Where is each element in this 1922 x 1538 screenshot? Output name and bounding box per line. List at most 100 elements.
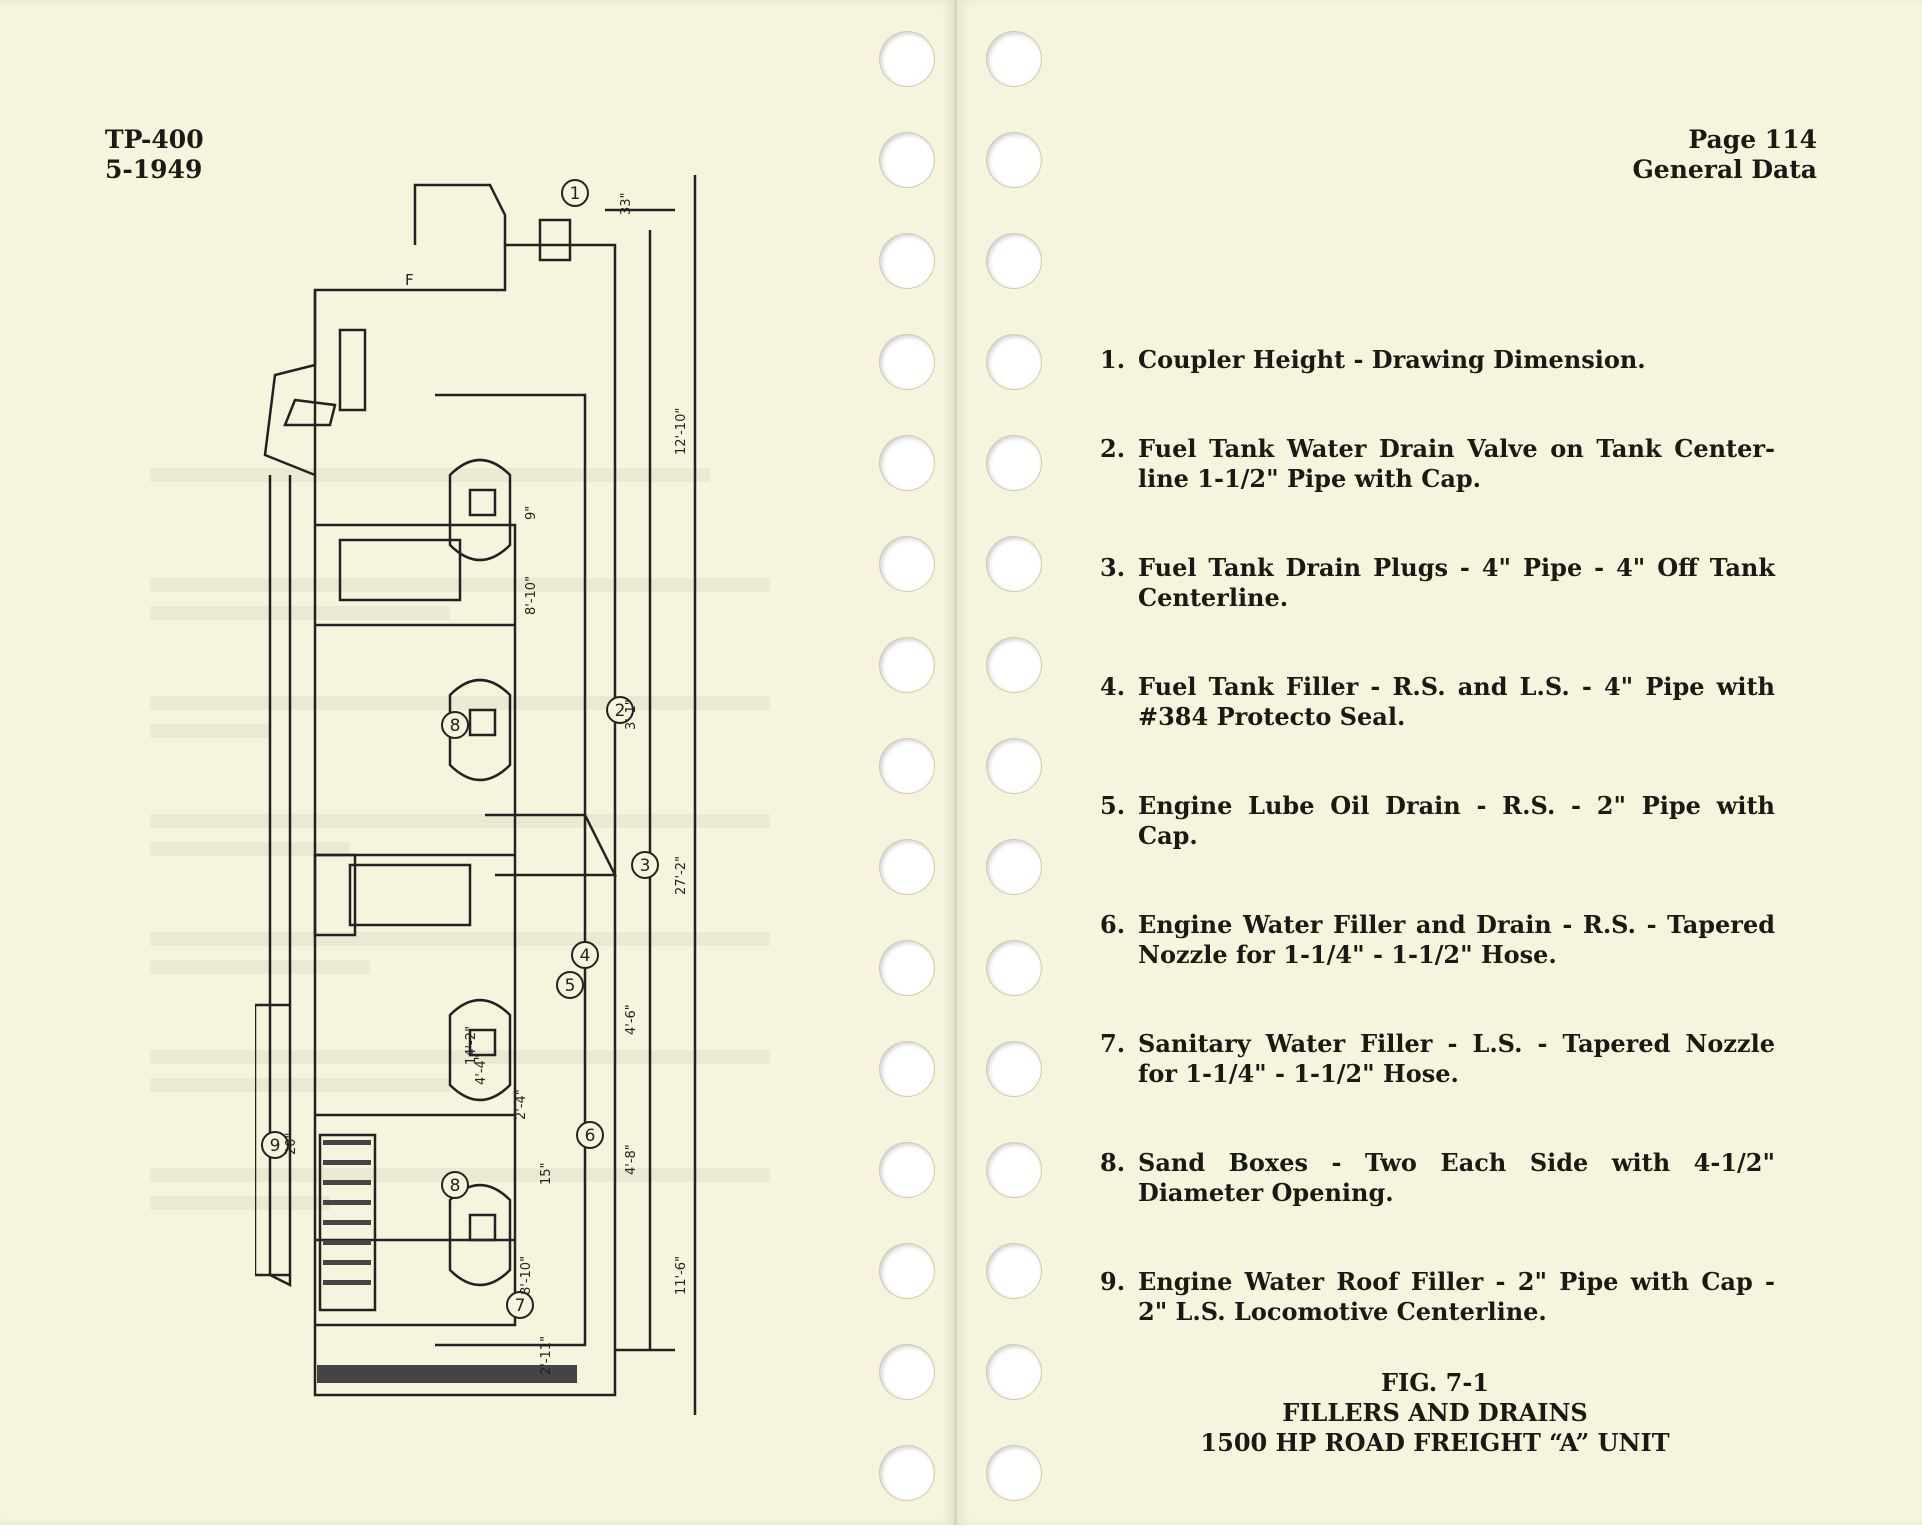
svg-text:7: 7: [515, 1296, 526, 1316]
page-number: Page 114: [1688, 125, 1817, 154]
list-item: 4. Fuel Tank Filler - R.S. and L.S. - 4" …: [1100, 672, 1775, 732]
item-number: 2.: [1100, 434, 1126, 463]
figure-caption: FIG. 7-1 FILLERS AND DRAINS 1500 HP ROAD…: [1150, 1368, 1720, 1458]
item-text: Coupler Height - Drawing Dimension.: [1138, 345, 1646, 374]
item-text: Fuel Tank Water Drain Valve on Tank Cent…: [1138, 434, 1775, 493]
left-binder-holes: [880, 0, 940, 1525]
binder-hole: [987, 436, 1041, 490]
doc-number: TP-400: [105, 125, 204, 154]
callout-5: 5: [556, 971, 584, 999]
dimension-label: 15": [539, 1162, 554, 1185]
callout-7: 7: [506, 1291, 534, 1319]
binder-hole: [987, 1345, 1041, 1399]
list-item: 1. Coupler Height - Drawing Dimension.: [1100, 345, 1775, 375]
item-number: 4.: [1100, 672, 1126, 701]
callout-8: 8: [441, 711, 469, 739]
binder-hole: [987, 638, 1041, 692]
binder-hole: [880, 133, 934, 187]
dimension-label: 11'-6": [674, 1256, 689, 1295]
item-number: 1.: [1100, 345, 1126, 374]
item-text: Sanitary Water Filler - L.S. - Tapered N…: [1138, 1029, 1775, 1088]
binder-hole: [987, 133, 1041, 187]
callout-1: 1: [561, 179, 589, 207]
item-text: Engine Lube Oil Drain - R.S. - 2" Pipe w…: [1138, 791, 1775, 850]
list-item: 5. Engine Lube Oil Drain - R.S. - 2" Pipe…: [1100, 791, 1775, 851]
svg-text:2: 2: [615, 701, 626, 721]
binder-hole: [987, 234, 1041, 288]
svg-text:8: 8: [450, 716, 461, 736]
item-number: 6.: [1100, 910, 1126, 939]
dimension-label: 33": [619, 192, 634, 215]
binder-hole: [880, 1345, 934, 1399]
binder-hole: [880, 436, 934, 490]
dimension-label: 2'-11": [539, 1336, 554, 1375]
callout-2: 2: [606, 696, 634, 724]
figure-subtitle: 1500 HP ROAD FREIGHT “A” UNIT: [1200, 1428, 1670, 1457]
binder-hole: [880, 234, 934, 288]
item-text: Fuel Tank Filler - R.S. and L.S. - 4" Pi…: [1138, 672, 1775, 731]
book-gutter: [954, 0, 958, 1525]
drawing-label: F: [405, 271, 414, 289]
section-title: General Data: [1632, 155, 1817, 184]
item-number: 5.: [1100, 791, 1126, 820]
dimension-label: 4'-4": [474, 1054, 489, 1085]
dimension-label: 27'-2": [674, 856, 689, 895]
dimension-label: 2'-4": [514, 1089, 529, 1120]
item-number: 8.: [1100, 1148, 1126, 1177]
left-page-header: TP-400 5-1949: [105, 125, 204, 185]
callout-8: 8: [441, 1171, 469, 1199]
callout-6: 6: [576, 1121, 604, 1149]
item-text: Engine Water Filler and Drain - R.S. - T…: [1138, 910, 1775, 969]
dimension-label: 8'-10": [524, 576, 539, 615]
item-number: 9.: [1100, 1267, 1126, 1296]
item-number: 7.: [1100, 1029, 1126, 1058]
item-number: 3.: [1100, 553, 1126, 582]
binder-hole: [880, 1042, 934, 1096]
binder-hole: [987, 1042, 1041, 1096]
list-item: 2. Fuel Tank Water Drain Valve on Tank Ce…: [1100, 434, 1775, 494]
list-item: 8.Sand Boxes - Two Each Side with 4-1/2"…: [1100, 1148, 1775, 1208]
binder-hole: [987, 537, 1041, 591]
list-item: 3. Fuel Tank Drain Plugs - 4" Pipe - 4" O…: [1100, 553, 1775, 613]
binder-hole: [987, 1143, 1041, 1197]
item-text: Engine Water Roof Filler - 2" Pipe with …: [1138, 1267, 1775, 1326]
binder-hole: [987, 1244, 1041, 1298]
right-page-header: Page 114 General Data: [1632, 125, 1817, 185]
left-page: TP-400 5-1949: [0, 0, 955, 1525]
callout-3: 3: [631, 851, 659, 879]
binder-hole: [880, 1446, 934, 1500]
binder-hole: [987, 1446, 1041, 1500]
list-item: 6. Engine Water Filler and Drain - R.S. -…: [1100, 910, 1775, 970]
binder-hole: [987, 840, 1041, 894]
binder-hole: [880, 739, 934, 793]
dimension-label: 8'-10": [519, 1256, 534, 1295]
dimension-label: 14'-2": [464, 1026, 479, 1065]
dimension-label: 4'-8": [624, 1144, 639, 1175]
binder-hole: [880, 1244, 934, 1298]
binder-hole: [880, 840, 934, 894]
item-list: 1. Coupler Height - Drawing Dimension. 2.…: [1100, 345, 1775, 1386]
doc-date: 5-1949: [105, 155, 203, 184]
svg-text:4: 4: [580, 946, 591, 966]
binder-hole: [987, 941, 1041, 995]
list-item: 7. Sanitary Water Filler - L.S. - Tapered…: [1100, 1029, 1775, 1089]
binder-hole: [987, 335, 1041, 389]
right-page: [957, 0, 1922, 1525]
svg-text:9: 9: [270, 1136, 281, 1156]
binder-hole: [880, 638, 934, 692]
binder-hole: [880, 941, 934, 995]
figure-title: FILLERS AND DRAINS: [1282, 1398, 1588, 1427]
svg-text:6: 6: [585, 1126, 596, 1146]
locomotive-diagram: 1 2 3 4 5 6 7 8 8 9 33" 12'-10" 27'-2" 11'-6" 3'-1" 4'-…: [255, 175, 697, 1415]
item-text: Fuel Tank Drain Plugs - 4" Pipe - 4" Off…: [1138, 553, 1775, 612]
dimension-label: 12'-10": [674, 408, 689, 455]
callout-4: 4: [571, 941, 599, 969]
binder-hole: [880, 32, 934, 86]
dimension-label: 3'-1": [624, 699, 639, 730]
right-binder-holes: [987, 0, 1047, 1525]
binder-hole: [987, 32, 1041, 86]
scan-bottom-edge: [0, 1525, 1922, 1538]
binder-hole: [880, 335, 934, 389]
binder-hole: [987, 739, 1041, 793]
